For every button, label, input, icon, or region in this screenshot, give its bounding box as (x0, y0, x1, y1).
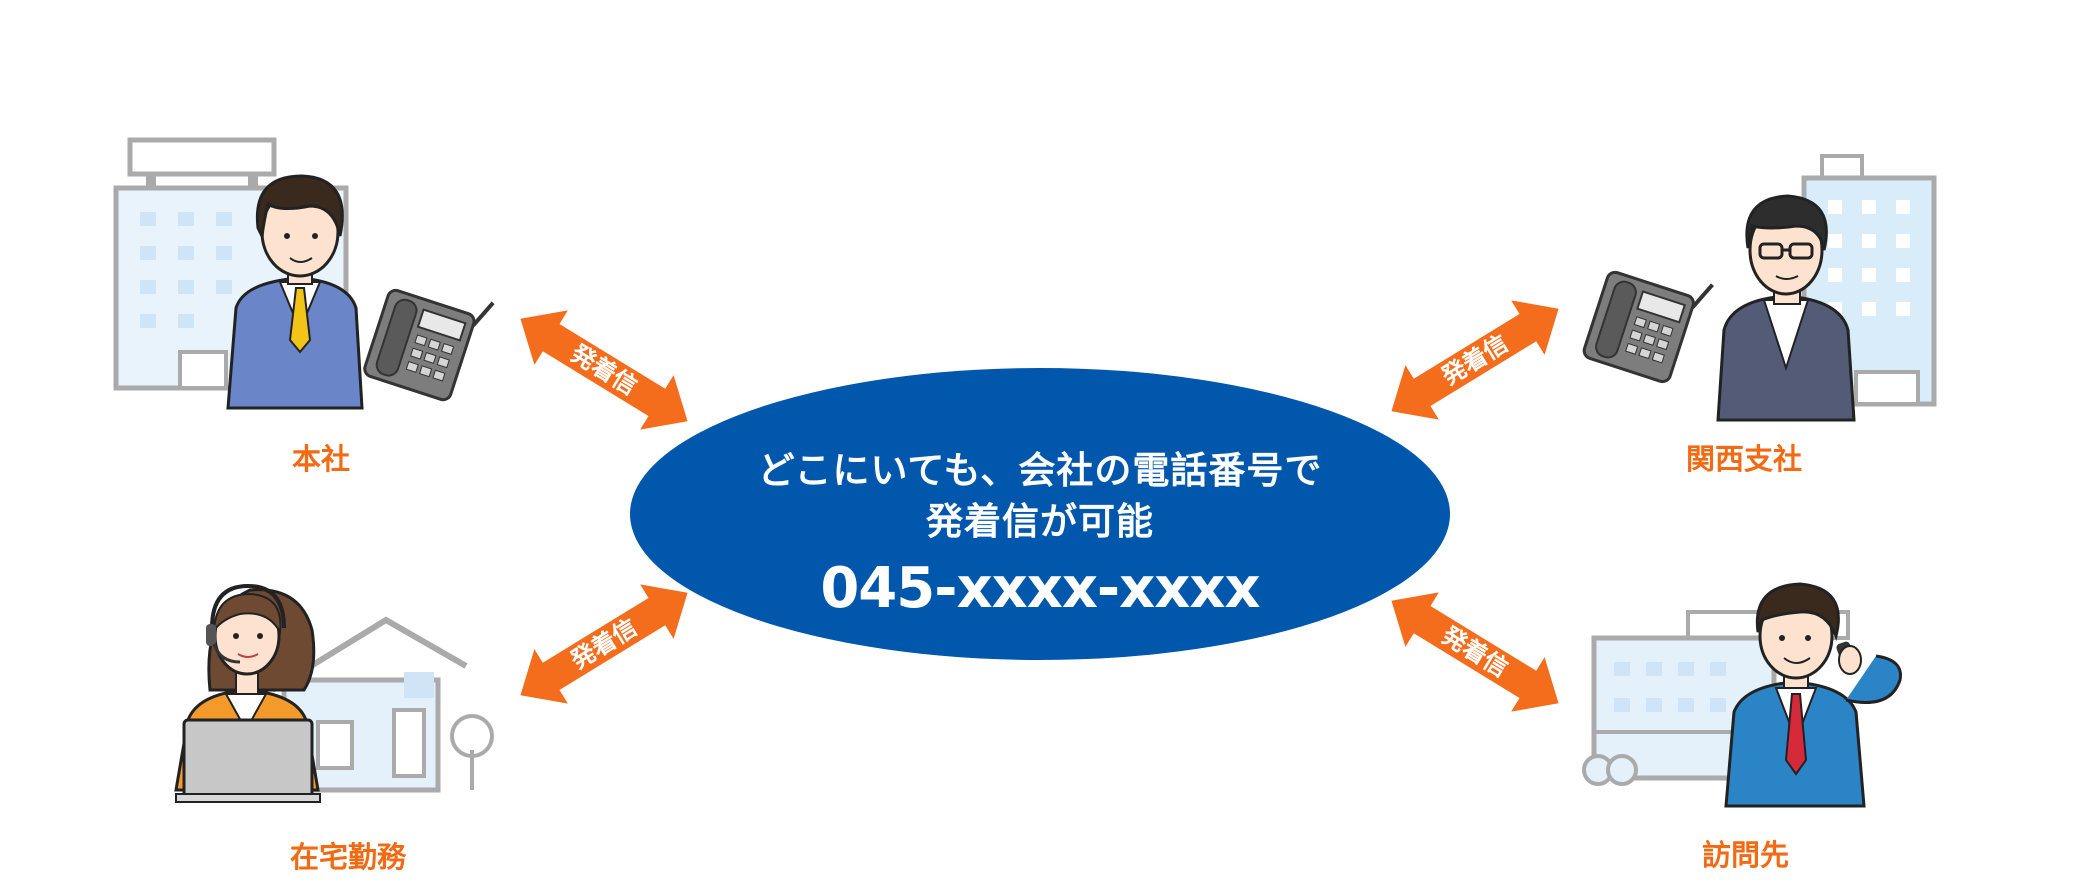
label-remote-work: 在宅勤務 (290, 840, 407, 874)
label-kansai-branch: 関西支社 (1686, 442, 1803, 476)
bidirectional-arrow-top-right: 発着信 (1391, 300, 1559, 420)
hub-message-line-2: 発着信が可能 (926, 500, 1154, 543)
kansai-branch-building-icon (1801, 154, 1937, 407)
bidirectional-arrow-top-left: 発着信 (520, 310, 688, 430)
desk-phone-icon (363, 288, 495, 402)
hub-phone-number: 045-xxxx-xxxx (820, 556, 1260, 621)
remote-worker-with-headset-icon (174, 583, 321, 803)
label-head-office: 本社 (292, 442, 351, 476)
businessman-on-mobile-icon (1724, 582, 1902, 808)
central-hub: どこにいても、会社の電話番号で 発着信が可能 045-xxxx-xxxx (630, 368, 1450, 660)
businessman-with-glasses-icon (1716, 194, 1856, 422)
businessman-icon (226, 174, 364, 410)
label-visit-destination: 訪問先 (1702, 838, 1790, 872)
hub-message-line-1: どこにいても、会社の電話番号で (757, 449, 1323, 492)
desk-phone-icon (1582, 270, 1714, 384)
